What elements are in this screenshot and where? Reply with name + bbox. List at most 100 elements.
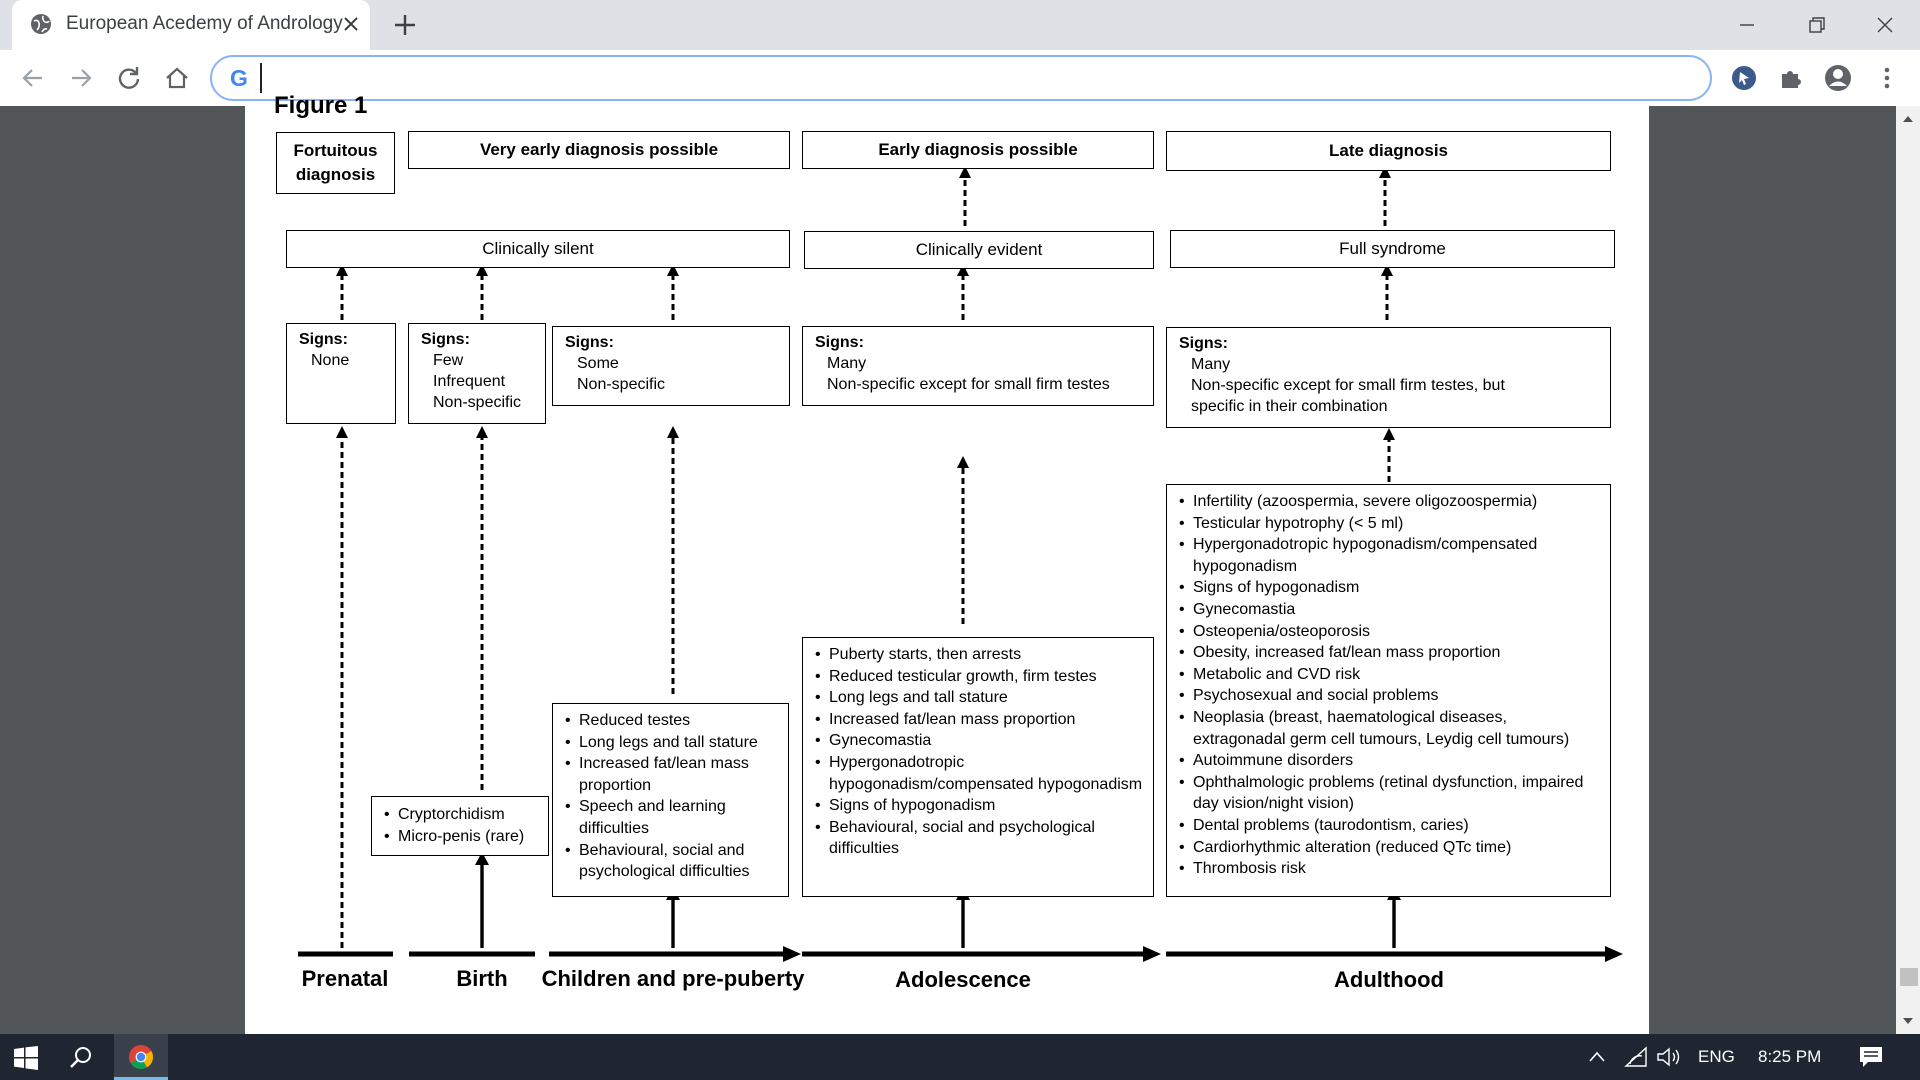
vertical-scrollbar[interactable] — [1896, 106, 1920, 1034]
clinical-silent-label: Clinically silent — [482, 239, 594, 258]
feature-item: Infertility (azoospermia, severe oligozo… — [1179, 491, 1602, 513]
signs-title: Signs: — [1179, 335, 1228, 352]
signs-title: Signs: — [815, 334, 864, 351]
scrollbar-thumb[interactable] — [1900, 968, 1918, 986]
search-icon[interactable] — [68, 1045, 94, 1071]
feature-item: Behavioural, social and psychological di… — [815, 817, 1145, 860]
wifi-icon[interactable] — [1624, 1046, 1648, 1068]
signs-title: Signs: — [565, 334, 614, 351]
feature-item: Speech and learning difficulties — [565, 796, 780, 839]
restore-icon[interactable] — [1802, 10, 1832, 40]
figure-caption: Figure 1 — [274, 92, 368, 119]
signs-box-adolescence: Signs: Many Non-specific except for smal… — [802, 326, 1154, 406]
signs-line: Non-specific — [433, 394, 522, 411]
feature-item: Cardiorhythmic alteration (reduced QTc t… — [1179, 837, 1602, 859]
feature-item: Cryptorchidism — [384, 804, 540, 826]
notification-icon[interactable] — [1858, 1045, 1884, 1069]
feature-item: Behavioural, social and psychological di… — [565, 840, 780, 883]
browser-toolbar: G — [0, 50, 1920, 107]
tab-title: European Acedemy of Andrology — [66, 13, 343, 34]
reload-icon[interactable] — [114, 63, 144, 93]
feature-item: Psychosexual and social problems — [1179, 685, 1602, 707]
feature-item: Dental problems (taurodontism, caries) — [1179, 815, 1602, 837]
back-arrow-icon[interactable] — [18, 63, 48, 93]
feature-item: Autoimmune disorders — [1179, 750, 1602, 772]
windows-start-icon[interactable] — [14, 1046, 38, 1070]
signs-box-birth: Signs: Few Infrequent Non-specific — [408, 323, 546, 424]
feature-item: Thrombosis risk — [1179, 858, 1602, 880]
clinically-silent-box: Clinically silent — [286, 230, 790, 268]
scroll-down-icon[interactable] — [1901, 1014, 1915, 1028]
signs-line: Few — [433, 352, 464, 369]
feature-item: Hypergonadotropic hypogonadism/compensat… — [1179, 534, 1602, 577]
signs-title: Signs: — [421, 331, 470, 348]
tab-close-icon[interactable] — [340, 13, 362, 35]
late-diagnosis-box: Late diagnosis — [1166, 131, 1611, 171]
timeline-label-prenatal: Prenatal — [301, 966, 389, 991]
features-box-adulthood: Infertility (azoospermia, severe oligozo… — [1166, 484, 1611, 897]
header-late: Late diagnosis — [1328, 141, 1449, 160]
address-input[interactable] — [260, 63, 1668, 93]
feature-item: Neoplasia (breast, haematological diseas… — [1179, 707, 1602, 750]
volume-icon[interactable] — [1656, 1046, 1682, 1068]
scroll-up-icon[interactable] — [1901, 112, 1915, 126]
header-fortuitous: Fortuitous diagnosis — [293, 141, 378, 184]
features-list: Reduced testes Long legs and tall statur… — [565, 710, 780, 883]
signs-title: Signs: — [299, 331, 348, 348]
minimize-icon[interactable] — [1732, 10, 1762, 40]
timeline-label-adulthood: Adulthood — [1334, 967, 1444, 992]
features-list: Cryptorchidism Micro-penis (rare) — [384, 804, 540, 847]
early-diagnosis-box: Early diagnosis possible — [802, 131, 1154, 169]
feature-item: Increased fat/lean mass proportion — [815, 709, 1145, 731]
timeline-label-children: Children and pre-puberty — [541, 966, 805, 991]
feature-item: Hypergonadotropic hypogonadism/compensat… — [815, 752, 1145, 795]
signs-line: Some — [577, 355, 619, 372]
chrome-taskbar-button[interactable] — [114, 1034, 168, 1080]
feature-item: Obesity, increased fat/lean mass proport… — [1179, 642, 1602, 664]
features-box-adolescence: Puberty starts, then arrests Reduced tes… — [802, 637, 1154, 897]
timeline-arrowheads — [783, 946, 1623, 962]
header-very-early: Very early diagnosis possible — [479, 140, 719, 159]
extension-cursor-icon[interactable] — [1729, 63, 1759, 93]
new-tab-icon[interactable] — [392, 12, 418, 38]
signs-box-prenatal: Signs: None — [286, 323, 396, 424]
feature-item: Increased fat/lean mass proportion — [565, 753, 780, 796]
timeline-label-adolescence: Adolescence — [895, 967, 1031, 992]
very-early-diagnosis-box: Very early diagnosis possible — [408, 131, 790, 169]
clock-time[interactable]: 8:25 PM — [1758, 1047, 1822, 1066]
timeline-to-features-arrows — [480, 863, 1396, 948]
signs-box-adulthood: Signs: Many Non-specific except for smal… — [1166, 327, 1611, 428]
features-box-children: Reduced testes Long legs and tall statur… — [552, 703, 789, 897]
features-list: Infertility (azoospermia, severe oligozo… — [1179, 491, 1602, 880]
profile-avatar-icon[interactable] — [1823, 63, 1853, 93]
document-page: Figure 1 — [245, 92, 1649, 1034]
browser-tab[interactable]: European Acedemy of Andrology — [12, 0, 370, 50]
signs-line: None — [311, 352, 350, 369]
signs-line: Infrequent — [433, 373, 506, 390]
signs-line: Many — [827, 355, 867, 372]
signs-line: Non-specific except for small firm teste… — [827, 376, 1110, 393]
feature-item: Long legs and tall stature — [565, 732, 780, 754]
feature-item: Gynecomastia — [815, 730, 1145, 752]
forward-arrow-icon[interactable] — [66, 63, 96, 93]
address-bar[interactable]: G — [210, 55, 1712, 101]
feature-item: Testicular hypotrophy (< 5 ml) — [1179, 513, 1602, 535]
home-icon[interactable] — [162, 63, 192, 93]
feature-item: Gynecomastia — [1179, 599, 1602, 621]
chevron-up-icon[interactable] — [1588, 1049, 1606, 1065]
extensions-puzzle-icon[interactable] — [1776, 63, 1806, 93]
windows-taskbar: ENG 8:25 PM — [0, 1034, 1920, 1080]
chrome-icon — [129, 1045, 154, 1070]
feature-item: Signs of hypogonadism — [1179, 577, 1602, 599]
timeline-label-birth: Birth — [456, 966, 508, 991]
feature-item: Long legs and tall stature — [815, 687, 1145, 709]
menu-kebab-icon[interactable] — [1872, 63, 1902, 93]
signs-line: Many — [1191, 356, 1231, 373]
fortuitous-diagnosis-box: Fortuitous diagnosis — [276, 132, 395, 194]
feature-item: Signs of hypogonadism — [815, 795, 1145, 817]
clinically-evident-box: Clinically evident — [804, 231, 1154, 269]
document-viewer: Figure 1 — [0, 92, 1920, 1034]
language-indicator[interactable]: ENG — [1698, 1047, 1735, 1066]
window-close-icon[interactable] — [1870, 10, 1900, 40]
feature-item: Ophthalmologic problems (retinal dysfunc… — [1179, 772, 1602, 815]
